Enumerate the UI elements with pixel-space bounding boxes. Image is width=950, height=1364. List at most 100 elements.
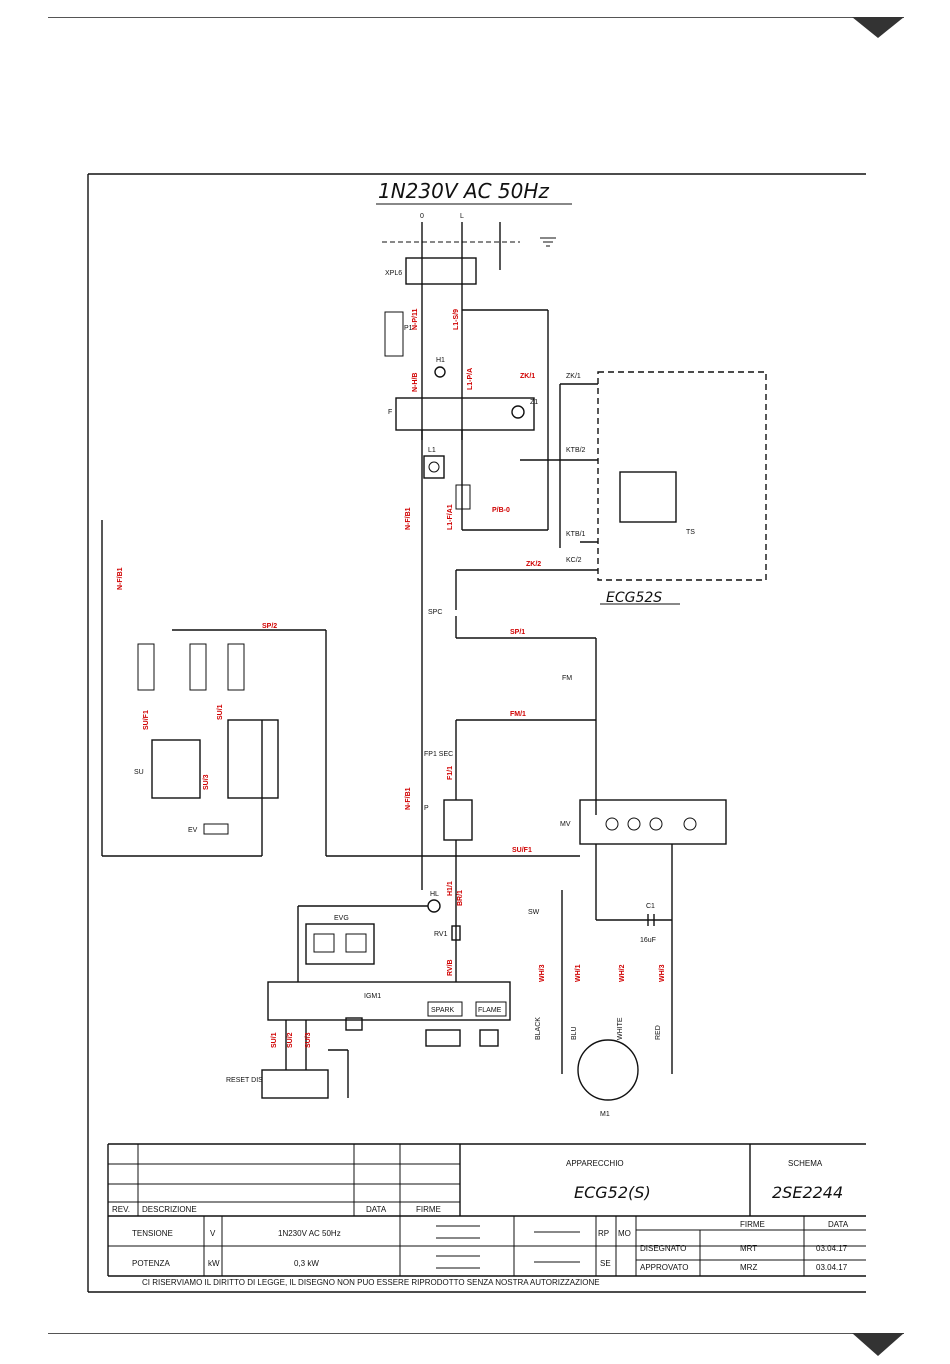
wire-label: SU/3 [203, 774, 210, 790]
wire-label: L1-S/9 [453, 309, 460, 330]
l1-label: L1 [428, 447, 436, 454]
tb-descrizione: DESCRIZIONE [142, 1205, 197, 1214]
wire-label: WH/3 [659, 964, 666, 982]
tb-potenza-label: POTENZA [132, 1259, 170, 1268]
tb-rev: REV. [112, 1205, 130, 1214]
wire-label: F1/1 [447, 766, 454, 780]
tb-se: SE [600, 1259, 611, 1268]
wire-label: P/B-0 [492, 507, 510, 514]
triangle-down-icon [852, 17, 904, 38]
rv1-label: RV1 [434, 931, 448, 938]
wire-label: WH/1 [575, 964, 582, 982]
tb-tensione-unit: V [210, 1229, 216, 1238]
wire-label: N-P/11 [412, 308, 419, 330]
z1-icon [511, 405, 525, 419]
spark-label: SPARK [431, 1007, 455, 1014]
tb-rp: RP [598, 1229, 609, 1238]
drawing-frame [87, 173, 866, 1293]
tb-data: DATA [366, 1205, 387, 1214]
tb-schema-value: 2SE2244 [772, 1183, 843, 1202]
wire-label: SP/2 [262, 623, 277, 630]
tb-mo: MO [618, 1229, 631, 1238]
wire-label: ZK/1 [520, 373, 535, 380]
tb-potenza-unit: kW [208, 1259, 220, 1268]
su-label: SU [134, 769, 144, 776]
wire-label: SU/1 [217, 704, 224, 720]
wire-label: ZK/1 [566, 373, 581, 380]
supply-title: 1N230V AC 50Hz [378, 179, 549, 203]
wire-label: N-F/B1 [405, 507, 412, 530]
wire-label: ZK/2 [526, 561, 541, 568]
wire-label: KTB/2 [566, 447, 586, 454]
tb-footer-note: CI RISERVIAMO IL DIRITTO DI LEGGE, IL DI… [142, 1278, 600, 1287]
flame-label: FLAME [478, 1007, 502, 1014]
wire-label: BR/1 [457, 890, 464, 906]
wire-label: SU/1 [271, 1032, 278, 1048]
tb-disegnato-label: DISEGNATO [640, 1244, 686, 1253]
igm1-label: IGM1 [364, 993, 381, 1000]
xpl-label: XPL6 [385, 270, 402, 277]
terminal-n-label: 0 [420, 213, 424, 220]
fm-label: FM [562, 675, 572, 682]
p-label: P [424, 805, 429, 812]
tb-approvato-date: 03.04.17 [816, 1263, 848, 1272]
motor-wire-red: RED [655, 1025, 662, 1040]
tb-schema-label: SCHEMA [788, 1159, 823, 1168]
wire-label: RV/B [447, 959, 454, 976]
wire-label: L1-P/A [467, 368, 474, 390]
terminal-l-label: L [460, 213, 464, 220]
motor-wire-black: BLACK [535, 1017, 542, 1040]
wire-label: H1/1 [447, 881, 454, 896]
ts-label: TS [686, 529, 695, 536]
evg-label: EVG [334, 915, 349, 922]
spc-label: SPC [428, 609, 442, 616]
hl-lamp-icon [427, 899, 441, 913]
motor-wire-white: WHITE [617, 1017, 624, 1040]
tb-apparecchio-value: ECG52(S) [574, 1183, 651, 1202]
hl-label: HL [430, 891, 439, 898]
c1-label: C1 [646, 903, 655, 910]
mv-label: MV [560, 821, 571, 828]
wire-label: N-F/B1 [117, 567, 124, 590]
h1-label: H1 [436, 357, 445, 364]
sw-label: SW [528, 909, 540, 916]
motor-icon [577, 1039, 639, 1101]
tb-approvato-label: APPROVATO [640, 1263, 688, 1272]
tb-potenza-value: 0,3 kW [294, 1259, 319, 1268]
wire-label: SU/2 [287, 1032, 294, 1048]
tb-tensione-value: 1N230V AC 50Hz [278, 1229, 341, 1238]
ev-label: EV [188, 827, 198, 834]
bottom-rule [48, 1333, 904, 1334]
fp1-label: FP1 SEC [424, 751, 453, 758]
tb-disegnato-date: 03.04.17 [816, 1244, 848, 1253]
wire-label: SU/3 [305, 1032, 312, 1048]
wire-label: SU/F1 [143, 710, 150, 730]
board-label: ECG52S [606, 590, 662, 606]
wire-label: SP/1 [510, 629, 525, 636]
wire-label: WH/2 [619, 964, 626, 982]
z1-label: Z1 [530, 399, 538, 406]
earth-icon [540, 237, 556, 247]
m1-label: M1 [600, 1111, 610, 1118]
wire-label: L1-F/A1 [447, 504, 454, 530]
tb-disegnato-sig: MRT [740, 1244, 757, 1253]
wire-label: N-H/B [412, 373, 419, 392]
triangle-down-icon [852, 1333, 904, 1356]
wire-label: N-F/B1 [405, 787, 412, 810]
wire-label: FM/1 [510, 711, 526, 718]
tb-apparecchio-label: APPARECCHIO [566, 1159, 624, 1168]
wire-label: SU/F1 [512, 847, 532, 854]
wire-label: WH/3 [539, 964, 546, 982]
p1-label: P1 [404, 325, 413, 332]
p1-switch: P1 [384, 311, 413, 357]
reset-label: RESET DIS [226, 1077, 263, 1084]
tb-tensione-label: TENSIONE [132, 1229, 173, 1238]
f-label: F [388, 409, 392, 416]
title-block [107, 1143, 866, 1277]
tb-firme: FIRME [416, 1205, 441, 1214]
wire-label: KTB/1 [566, 531, 586, 538]
tb-data-col: DATA [828, 1220, 849, 1229]
motor-wire-blu: BLU [571, 1026, 578, 1040]
h1-lamp-icon [434, 366, 446, 378]
